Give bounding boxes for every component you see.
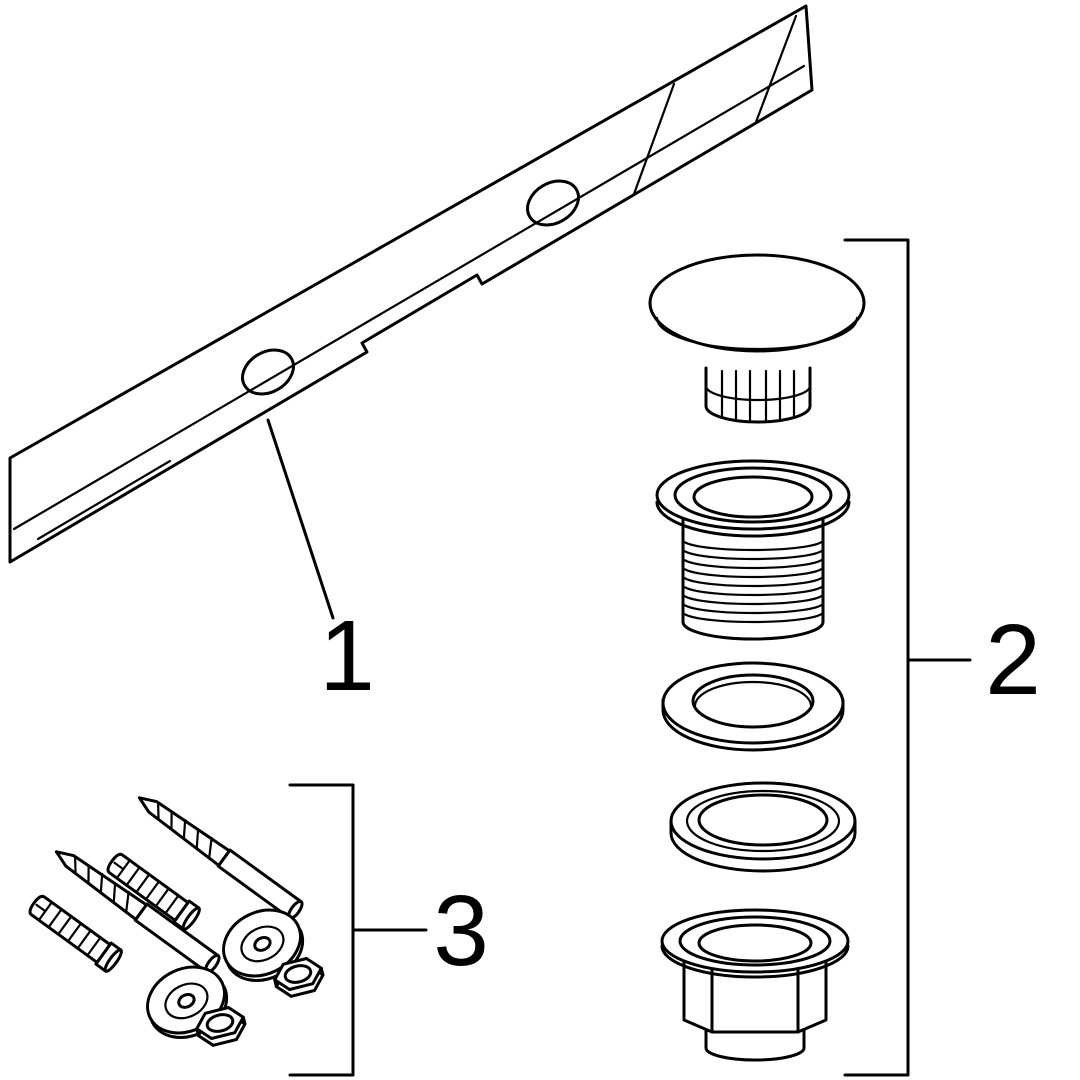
seal-ring [669,781,857,873]
flange-barrel [681,503,825,641]
plug-dome-cap [648,253,866,353]
rail-right-bend-line-2 [754,14,798,124]
callout-part-1: 1 [266,418,375,712]
nut-flange-face [660,908,850,974]
nut-threaded-stub [704,1026,806,1062]
rail-right-bend-line-1 [632,82,676,196]
rail-hole-2 [241,348,295,396]
flange-rim-thickness [655,500,851,538]
nut-flange-thickness [660,944,850,979]
bracket-line-2 [843,238,910,1077]
popup-plug [648,253,866,424]
callout-part-3: 3 [288,783,489,1077]
plug-skirt-slots [704,369,812,422]
leader-line-1 [266,418,335,620]
seal-hole [697,793,829,847]
part-label-3: 3 [433,875,489,987]
flange-top-face [655,459,851,531]
rail-outline [8,4,814,564]
waste-flange [655,459,851,641]
nut-bore [697,923,813,963]
washer-hole-wall [693,680,813,708]
washer-hole [691,673,815,729]
rail-left-edge-band [36,459,172,541]
washer-ring [661,661,845,752]
part-label-2: 2 [985,604,1041,716]
flange-inner-ring [673,466,833,524]
wall-anchor-2 [24,890,126,975]
drain-assembly-drawing [648,253,866,1062]
rail-fold-line [12,64,806,531]
part-label-1: 1 [319,600,375,712]
flange-bore [692,475,814,519]
seal-mid-ring [685,789,841,853]
rail-hole-1 [526,179,580,227]
callout-part-2: 2 [843,238,1041,1077]
mounting-rail-drawing [8,4,814,564]
fasteners-drawing [24,787,328,1052]
nut-facet-lines [710,956,800,1034]
nut-inner-ring [678,915,832,967]
drain-nut [660,908,850,1062]
flange-threads [681,538,825,624]
plug-skirt [704,366,812,424]
plug-dome-rim [655,316,859,351]
